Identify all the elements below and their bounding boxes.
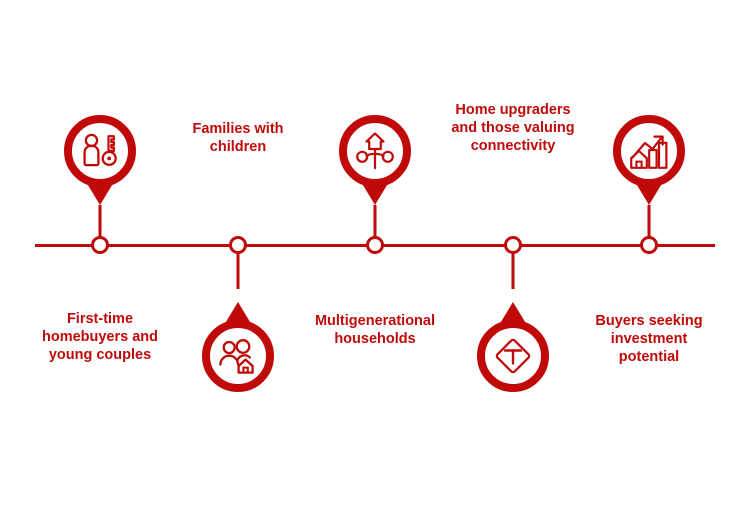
timeline-node-1[interactable] — [91, 236, 109, 254]
timeline-stem-3 — [373, 205, 377, 245]
pin-circle-4 — [477, 320, 549, 392]
pin-circle-1 — [64, 115, 136, 187]
timeline-stem-4 — [511, 245, 515, 289]
road-junction-sign-icon — [495, 338, 531, 374]
timeline-pin-2[interactable] — [202, 282, 274, 392]
timeline-pin-3[interactable] — [339, 115, 411, 205]
timeline-label-1: First-time homebuyers and young couples — [41, 311, 159, 364]
timeline-label-5: Buyers seeking investment potential — [595, 313, 703, 366]
timeline-pin-4[interactable] — [477, 282, 549, 392]
person-with-key-icon — [83, 133, 117, 167]
timeline-label-2: Families with children — [192, 121, 284, 156]
timeline-node-5[interactable] — [640, 236, 658, 254]
timeline-pin-5[interactable] — [613, 115, 685, 205]
timeline-pin-1[interactable] — [64, 115, 136, 205]
pin-circle-2 — [202, 320, 274, 392]
timeline-node-4[interactable] — [504, 236, 522, 254]
two-people-with-house-icon — [219, 339, 254, 374]
timeline-label-4: Home upgraders and those valuing connect… — [451, 102, 575, 155]
pin-circle-3 — [339, 115, 411, 187]
timeline-stem-1 — [98, 205, 102, 245]
timeline-stem-5 — [647, 205, 651, 245]
timeline-node-3[interactable] — [366, 236, 384, 254]
pin-circle-5 — [613, 115, 685, 187]
house-family-tree-icon — [356, 132, 394, 170]
timeline-stem-2 — [236, 245, 240, 289]
timeline-label-3: Multigenerational households — [314, 313, 436, 348]
house-growth-chart-icon — [630, 135, 668, 169]
timeline-node-2[interactable] — [229, 236, 247, 254]
